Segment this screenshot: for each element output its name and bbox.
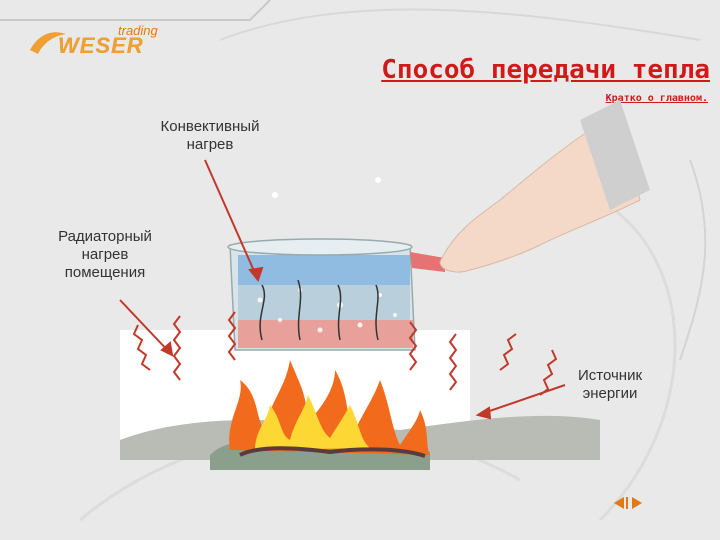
logo-tagline: trading	[118, 23, 158, 38]
label-convective-line-1: Конвективный	[160, 118, 260, 135]
page-title: Способ передачи тепла	[381, 55, 710, 85]
radiant-heat-arrows	[132, 311, 558, 396]
label-radiator-line-2: нагрев	[81, 246, 129, 263]
slide-navigation	[614, 497, 642, 509]
fire	[229, 360, 430, 458]
label-radiator-line-1: Радиаторный	[58, 228, 152, 245]
logo-swoosh-icon	[30, 32, 66, 54]
pot	[227, 238, 445, 351]
label-pointers	[119, 159, 566, 420]
logo-wordmark: WESER	[58, 33, 144, 58]
label-convective-heating: Конвективный нагрев	[140, 118, 280, 154]
sleeve	[580, 100, 650, 210]
nav-next-icon[interactable]	[632, 497, 642, 509]
logo	[28, 20, 178, 66]
page-subtitle: Кратко о главном.	[605, 93, 708, 104]
label-convective-line-2: нагрев	[186, 136, 234, 153]
label-radiator-heating: Радиаторный нагрев помещения	[35, 228, 175, 282]
label-source-line-1: Источник	[577, 367, 643, 384]
label-source-line-2: энергии	[582, 385, 638, 402]
label-radiator-line-3: помещения	[64, 264, 146, 281]
label-energy-source: Источник энергии	[560, 367, 660, 403]
hand	[439, 119, 641, 273]
nav-prev-icon[interactable]	[614, 497, 624, 509]
